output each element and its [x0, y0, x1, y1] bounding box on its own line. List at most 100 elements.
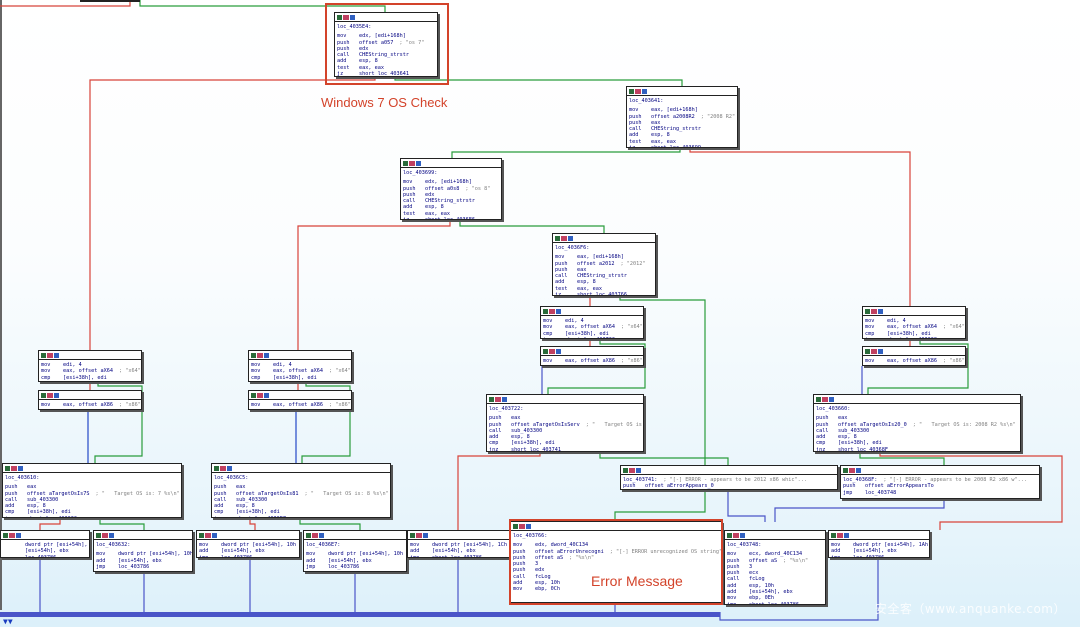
graph-icon[interactable]	[865, 348, 870, 354]
operands[interactable]: loc_403786	[328, 563, 360, 570]
asm-line[interactable]: cmp[esi+38h], edi	[251, 375, 349, 381]
text-icon[interactable]	[257, 392, 263, 398]
operands[interactable]: edx, [edi+168h]	[359, 33, 406, 40]
flowchart-icon[interactable]	[856, 467, 861, 473]
graph-icon[interactable]	[816, 396, 821, 402]
operands[interactable]: dword ptr [esi+54h], 10h	[221, 542, 296, 548]
operands[interactable]: sub_403300	[511, 427, 543, 434]
operands[interactable]: edx, [edi+168h]	[425, 179, 472, 186]
text-icon[interactable]	[561, 235, 567, 241]
node-header[interactable]	[335, 13, 437, 22]
text-icon[interactable]	[220, 465, 226, 471]
flowchart-icon[interactable]	[54, 352, 59, 358]
operands[interactable]: edi, 4	[565, 318, 584, 324]
operands[interactable]: esp, 8	[359, 58, 378, 65]
operands[interactable]: esp, 8	[838, 434, 857, 441]
graph-node[interactable]: loc_40368F:; "[-] ERROR - appears to be …	[840, 465, 1040, 499]
asm-line[interactable]: cmp[esi+38h], edi	[41, 375, 139, 381]
code-label[interactable]: loc_403748:	[727, 542, 762, 548]
operands[interactable]: [esi+38h], edi	[511, 440, 555, 447]
operands[interactable]: eax, offset aX86	[565, 358, 615, 364]
flowchart-icon[interactable]	[878, 308, 883, 314]
node-header[interactable]	[541, 347, 643, 356]
graph-icon[interactable]	[831, 532, 836, 538]
asm-line[interactable]: add[esi+54h], ebx	[96, 558, 190, 564]
graph-icon[interactable]	[96, 532, 101, 538]
operands[interactable]: offset a057	[359, 39, 394, 46]
operands[interactable]: offset aTargetOsIsServ	[511, 421, 580, 428]
text-icon[interactable]	[549, 308, 555, 314]
code-label[interactable]: loc_403641:	[629, 98, 664, 104]
operands[interactable]: eax, eax	[651, 138, 676, 145]
code-label[interactable]: loc_403766:	[513, 533, 548, 539]
flowchart-icon[interactable]	[416, 160, 421, 166]
asm-line[interactable]: loc_403786	[3, 555, 87, 557]
operands[interactable]: offset aErrorAppears_0	[645, 483, 714, 490]
graph-icon[interactable]	[306, 532, 311, 538]
node-header[interactable]	[725, 531, 825, 540]
flowchart-icon[interactable]	[212, 532, 217, 538]
operands[interactable]: [esi+54h], ebx	[853, 548, 897, 555]
operands[interactable]: [esi+38h], edi	[273, 374, 317, 381]
operands[interactable]: edx, dword_40C134	[535, 542, 589, 549]
asm-line[interactable]: loc_4035E4:	[337, 24, 435, 30]
asm-line[interactable]: cmp[esi+38h], edi	[816, 440, 1018, 446]
operands[interactable]: CHEString_strstr	[577, 273, 627, 280]
code-label[interactable]: loc_4035E4:	[337, 24, 372, 30]
operands[interactable]: [esi+38h], edi	[63, 374, 107, 381]
code-label[interactable]: loc_403610:	[5, 475, 40, 481]
operands[interactable]: eax	[236, 484, 246, 491]
asm-line[interactable]: loc_4036F6:	[555, 245, 653, 251]
operands[interactable]: eax	[577, 266, 587, 273]
operands[interactable]: eax, eax	[359, 64, 384, 71]
operands[interactable]: [esi+38h], edi	[887, 330, 931, 337]
operands[interactable]: [esi+54h], ebx	[25, 548, 69, 555]
operands[interactable]: [esi+54h], ebx	[432, 548, 476, 555]
graph-icon[interactable]	[5, 465, 10, 471]
operands[interactable]: short loc_403786	[432, 554, 482, 558]
flowchart-icon[interactable]	[16, 532, 21, 538]
asm-line[interactable]: loc_403660:	[816, 406, 1018, 412]
text-icon[interactable]	[47, 392, 53, 398]
operands[interactable]: eax, offset aX86	[273, 402, 323, 408]
code-label[interactable]: loc_4036F6:	[555, 245, 590, 251]
operands[interactable]: esp, 8	[236, 503, 255, 510]
asm-line[interactable]: loc_403766:	[513, 533, 719, 539]
graph-icon[interactable]	[410, 532, 415, 538]
graph-icon[interactable]	[251, 352, 256, 358]
graph-icon[interactable]	[489, 396, 494, 402]
code-label[interactable]: loc_403660:	[816, 406, 851, 412]
node-header[interactable]	[829, 531, 929, 540]
asm-line[interactable]: cmp[esi+38h], edi	[489, 440, 641, 446]
operands[interactable]: offset a2012	[577, 260, 615, 267]
node-header[interactable]	[197, 531, 299, 540]
graph-icon[interactable]	[251, 392, 256, 398]
operands[interactable]: offset aErrorAppearsTo	[865, 483, 934, 490]
